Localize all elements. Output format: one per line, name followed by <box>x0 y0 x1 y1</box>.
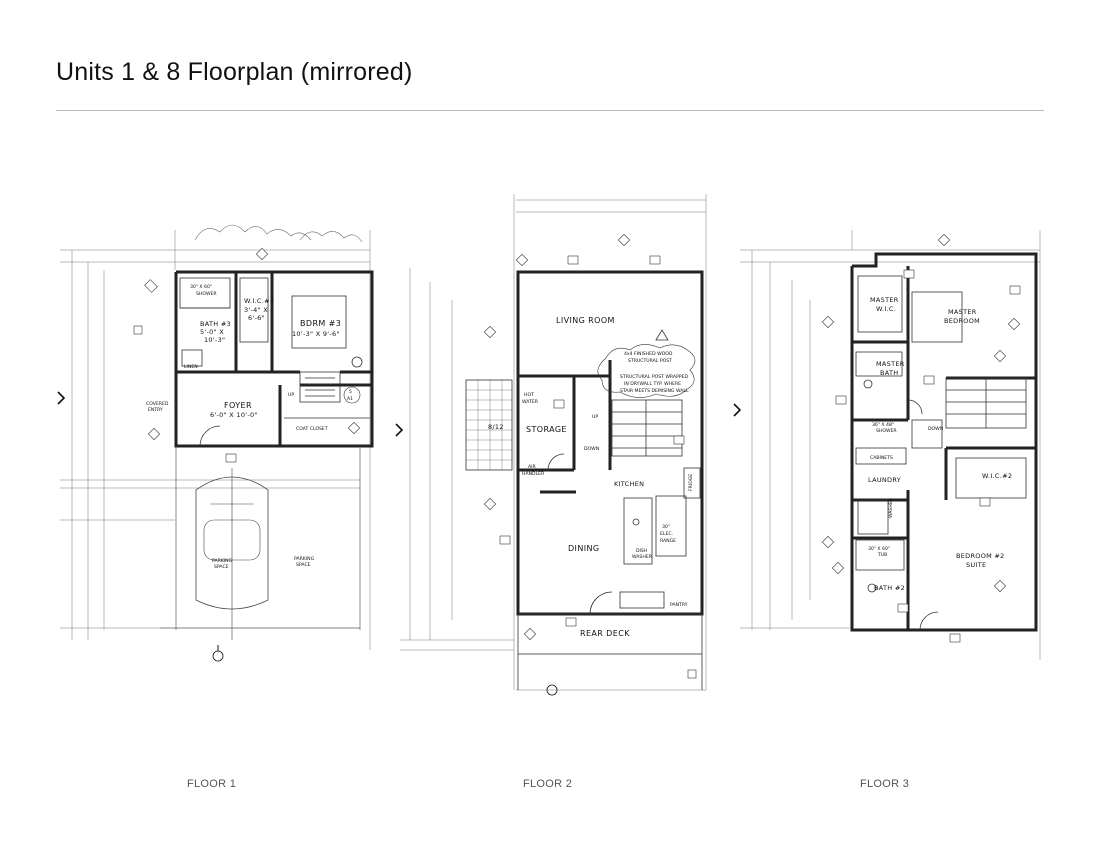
parking-space-2-label: PARKING <box>294 556 315 562</box>
rear-deck-label: REAR DECK <box>580 629 630 638</box>
floor-2-plan: LIVING ROOM 4x4 FINISHED WOOD STRUCTURAL… <box>395 194 707 696</box>
bath3-dim-1: 5'-0" X <box>200 328 224 336</box>
coat-closet-label: COAT CLOSET <box>296 426 328 432</box>
floor-3-dimensions <box>740 230 1041 660</box>
master-shower-label-2: SHOWER <box>876 428 897 434</box>
floor-2-dimensions <box>400 194 707 691</box>
master-wic-label: MASTER <box>870 296 899 304</box>
floor-3-fixtures <box>855 275 1027 631</box>
post-note-1: 4x4 FINISHED WOOD <box>624 351 673 357</box>
section-tag-sheet: A1 <box>347 396 353 402</box>
floor-1-walls <box>174 270 374 448</box>
floor-1-landscape <box>194 224 363 243</box>
wic3-dim-1: 3'-4" X <box>244 306 268 314</box>
post-note-5: STAIR MEETS DEMISING WALL <box>620 388 689 394</box>
roof-slope-label: 8/12 <box>488 423 504 431</box>
floor-2-section-marker <box>546 684 558 696</box>
master-bedroom-label-2: BEDROOM <box>944 317 980 325</box>
dining-label: DINING <box>568 544 599 553</box>
fridge-label: FRIDGE <box>688 474 694 491</box>
floor-2-fixtures <box>465 329 703 690</box>
floor-2-section-arrow <box>395 423 404 437</box>
master-bath-label-2: BATH <box>880 369 898 377</box>
floor-3-tags <box>821 233 1021 643</box>
shower-label: 30" X 60" <box>190 284 212 290</box>
master-bedroom-label: MASTER <box>948 308 977 316</box>
tub-label: 30" X 60" <box>868 546 890 552</box>
title-divider <box>56 110 1044 111</box>
kitchen-label: KITCHEN <box>614 480 644 488</box>
floor-1-labels: 30" X 60" SHOWER W.I.C.#3 3'-4" X 6'-6" … <box>146 284 353 570</box>
range-label-2: ELEC. <box>660 531 673 537</box>
floor-1-section-marker <box>212 650 224 662</box>
master-wic-label-2: W.I.C. <box>876 305 896 313</box>
stair-down-label: DOWN <box>584 446 599 452</box>
stair-up-label-2: UP <box>592 414 598 420</box>
page-title: Units 1 & 8 Floorplan (mirrored) <box>56 58 413 86</box>
floor-3-section-arrow <box>733 403 742 417</box>
tub-label-2: TUB <box>877 552 887 558</box>
wic2-label: W.I.C.#2 <box>982 472 1012 480</box>
air-handler-label: AIR <box>528 464 536 470</box>
floor-1-fixtures <box>179 277 370 447</box>
floor-3-plan: MASTER W.I.C. MASTER BEDROOM MASTER BATH… <box>733 230 1041 660</box>
dishwasher-label: DISH <box>636 548 647 554</box>
parking-space-1-label-2: SPACE <box>214 564 229 570</box>
dishwasher-label-2: WASHER <box>632 554 653 560</box>
floor-3-labels: MASTER W.I.C. MASTER BEDROOM MASTER BATH… <box>868 296 1012 592</box>
bath3-label: BATH #3 <box>200 320 231 328</box>
post-note-4: IN DRYWALL TYP. WHERE <box>624 381 681 387</box>
parking-space-1-label: PARKING <box>212 558 233 564</box>
floor-2-labels: LIVING ROOM 4x4 FINISHED WOOD STRUCTURAL… <box>488 316 694 638</box>
shower-label-2: SHOWER <box>196 291 217 297</box>
parking-space-2-label-2: SPACE <box>296 562 311 568</box>
living-room-label: LIVING ROOM <box>556 316 615 325</box>
floor-1-caption: FLOOR 1 <box>187 778 237 790</box>
hot-water-label-2: WATER <box>522 399 539 405</box>
floor-1-section-arrow <box>57 391 66 405</box>
floor-1-plan: 30" X 60" SHOWER W.I.C.#3 3'-4" X 6'-6" … <box>57 224 374 662</box>
bdrm3-label: BDRM #3 <box>300 319 341 328</box>
floor-1-tags <box>133 247 361 463</box>
foyer-label: FOYER <box>224 401 252 410</box>
post-note-2: STRUCTURAL POST <box>628 358 672 364</box>
bdrm3-dim: 10'-3" X 9'-6" <box>292 330 340 338</box>
bedroom2-label-2: SUITE <box>966 561 986 569</box>
hot-water-label: HOT <box>524 392 534 398</box>
floor-3-caption: FLOOR 3 <box>860 778 910 790</box>
linen-label: LINEN <box>184 364 198 370</box>
storage-label: STORAGE <box>526 425 567 434</box>
bedroom2-label: BEDROOM #2 <box>956 552 1005 560</box>
laundry-label: LAUNDRY <box>868 476 901 484</box>
floor-1-parking <box>160 446 361 640</box>
section-tag-number: 5 <box>349 389 352 395</box>
bath2-label: BATH #2 <box>874 584 905 592</box>
wic3-dim-2: 6'-6" <box>248 314 265 322</box>
master-shower-label: 36" X 48" <box>872 422 894 428</box>
air-handler-label-2: HANDLER <box>522 471 545 477</box>
stair-down-label-3: DOWN <box>928 426 943 432</box>
pantry-label: PANTRY <box>670 602 688 608</box>
range-label-1: 30" <box>662 524 670 530</box>
master-bath-label: MASTER <box>876 360 905 368</box>
covered-entry-label-2: ENTRY <box>148 407 163 413</box>
cabinets-label: CABINETS <box>870 455 893 461</box>
wic3-label: W.I.C.#3 <box>244 297 274 305</box>
washer-label: WASHER <box>888 497 894 518</box>
floor-2-tags <box>483 233 697 679</box>
foyer-dim: 6'-0" X 10'-0" <box>210 411 258 419</box>
floor-2-caption: FLOOR 2 <box>523 778 573 790</box>
post-note-3: STRUCTURAL POST WRAPPED <box>620 374 689 380</box>
range-label-3: RANGE <box>660 538 676 544</box>
stair-up-label: UP <box>288 392 294 398</box>
covered-entry-label: COVERED <box>146 401 169 407</box>
bath3-dim-2: 10'-3" <box>204 336 225 344</box>
